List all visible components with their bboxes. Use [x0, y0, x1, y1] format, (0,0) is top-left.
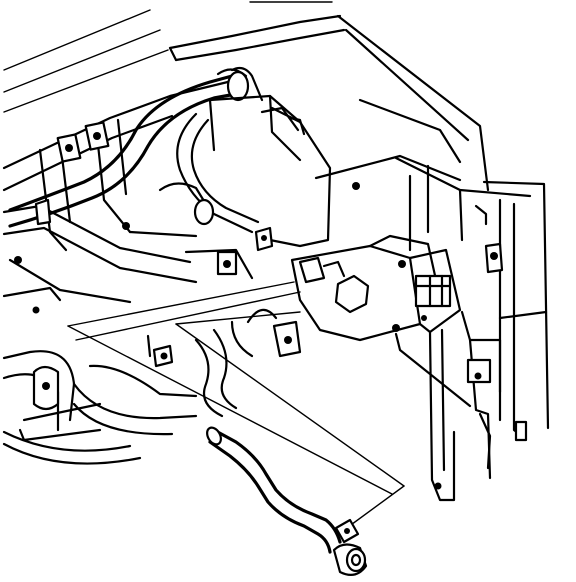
- upper-support-rail: [168, 14, 346, 102]
- studs-and-clips: [34, 198, 302, 368]
- upper-hose: [8, 70, 250, 228]
- background-body-lines: [3, 1, 333, 113]
- radiator-support-frame: [2, 78, 238, 304]
- valve-hose: [158, 112, 260, 234]
- exploded-tube: [206, 426, 368, 577]
- lower-curved-hose: [194, 328, 238, 418]
- lower-frame-rail: [2, 286, 198, 465]
- vertical-strap: [394, 310, 502, 502]
- mounting-bracket: [290, 234, 462, 342]
- reservoir-housing: [208, 94, 332, 248]
- guide-lines: [67, 281, 405, 531]
